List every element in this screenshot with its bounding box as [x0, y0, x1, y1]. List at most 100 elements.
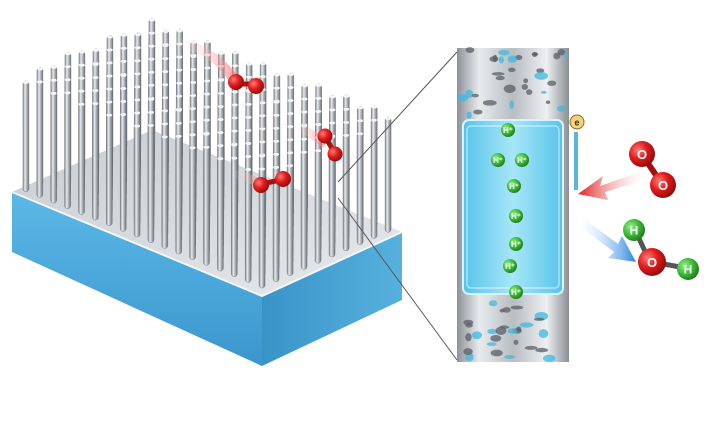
svg-text:e: e [574, 118, 579, 128]
nanopillar-tip [162, 83, 169, 87]
nanopillar-tip [287, 138, 294, 142]
nanopillar-tip [259, 140, 266, 144]
proton-label: H⁺ [505, 262, 515, 271]
nanopillar-tip [148, 44, 155, 48]
nanopillar-tip [231, 116, 238, 120]
nanopillar [161, 135, 169, 249]
nanopillar-tip [189, 120, 196, 124]
nanopillar-tip [245, 167, 252, 172]
nanopillar-tip [148, 18, 155, 22]
pore [542, 354, 556, 363]
nanopillar-tip [106, 74, 113, 78]
pore [466, 111, 472, 119]
nanopillar-tip [50, 65, 57, 69]
pore [507, 67, 516, 73]
nanopillar-tip [231, 156, 238, 160]
nanopillar-tip [22, 80, 29, 85]
nanopillar-tip [203, 145, 210, 149]
nanopillar-tip [287, 164, 294, 168]
zoom-line-bottom [337, 197, 458, 361]
svg-text:O: O [647, 255, 657, 270]
svg-text:O: O [658, 178, 668, 193]
pore [532, 52, 538, 58]
nanopillar-tip [259, 75, 266, 79]
nanopillar [92, 101, 99, 221]
pore [471, 331, 482, 340]
nanopillar [342, 133, 350, 252]
proton-icon: H⁺ [515, 153, 529, 167]
protons: H⁺H⁺H⁺H⁺H⁺H⁺H⁺H⁺ [491, 123, 529, 299]
nanopillar-tip [176, 94, 183, 98]
nanopillar-tip [203, 118, 210, 122]
nanopillar-tip [259, 101, 266, 105]
nanopillar-tip [92, 89, 99, 93]
nanopillar [50, 91, 57, 204]
nanopillar [147, 123, 155, 243]
pore [482, 99, 497, 106]
nanopillar [119, 112, 127, 232]
nanopillar-tip [204, 92, 211, 96]
pore [465, 332, 472, 342]
pore [536, 68, 545, 74]
oxygen-molecule-icon [317, 128, 343, 162]
nanopillar-tip [385, 116, 392, 121]
pore [545, 100, 551, 105]
nanopillar-tip [106, 87, 113, 91]
oxygen-molecule-icon: O O [629, 141, 676, 198]
arrow-in [578, 172, 645, 200]
nanopillar-tip [357, 119, 364, 123]
nanopillar [370, 118, 378, 239]
nanopillar-tip [106, 61, 113, 65]
nanopillar [217, 156, 224, 272]
nanopillar-tip [120, 46, 127, 50]
pore [487, 328, 498, 335]
proton-icon: H⁺ [509, 237, 523, 251]
nanopillar-tip [175, 134, 182, 138]
nanopillar-tip [148, 110, 155, 114]
pore [509, 100, 514, 109]
nanopillar-tip [371, 105, 378, 109]
zoomed-pillar-panel: H⁺H⁺H⁺H⁺H⁺H⁺H⁺H⁺ e O O H O H [457, 47, 699, 363]
nanopillar-tip [245, 115, 252, 119]
nanopillar [203, 145, 210, 266]
proton-label: H⁺ [509, 182, 519, 191]
nanopillar-tip [161, 122, 168, 126]
pore [490, 349, 503, 357]
pillar-porous-texture [457, 47, 568, 363]
nanopillar-tip [231, 103, 238, 107]
pore [523, 78, 529, 84]
proton-label: H⁺ [503, 126, 513, 135]
proton-label: H⁺ [511, 240, 521, 249]
nanopillar-tip [106, 100, 113, 104]
nanopillar-tip [148, 83, 155, 87]
nanopillar-tip [64, 78, 71, 82]
nanopillar-tip [315, 148, 322, 153]
nanopillar-tip [343, 94, 350, 98]
nanopillar-tip [204, 79, 211, 83]
nanopillar-tip [301, 110, 308, 114]
pore [490, 334, 502, 342]
substrate-front-face [12, 192, 262, 366]
nanopillar-tip [190, 67, 197, 72]
pore [486, 342, 497, 347]
pore [563, 52, 568, 57]
nanopillar-tip [203, 105, 210, 109]
nanopillar [64, 91, 71, 209]
nanopillar-tip [148, 57, 155, 61]
nanopillar-tip [148, 97, 155, 101]
nanopillar [300, 150, 308, 270]
nanopillar [244, 167, 252, 283]
nanopillar-tip [92, 62, 99, 67]
electron-path [574, 132, 578, 190]
nanopillar-tip [315, 83, 322, 87]
nanopillar-tip [287, 85, 294, 90]
nanopillar-tip [259, 114, 266, 118]
oxygen-molecule-icon [228, 74, 264, 94]
nanopillar-tip [259, 127, 266, 131]
nanopillar-tip [329, 108, 336, 112]
pore [524, 345, 538, 350]
pore [491, 72, 505, 76]
pore [516, 326, 522, 332]
pore [533, 317, 545, 321]
pore [521, 84, 529, 90]
